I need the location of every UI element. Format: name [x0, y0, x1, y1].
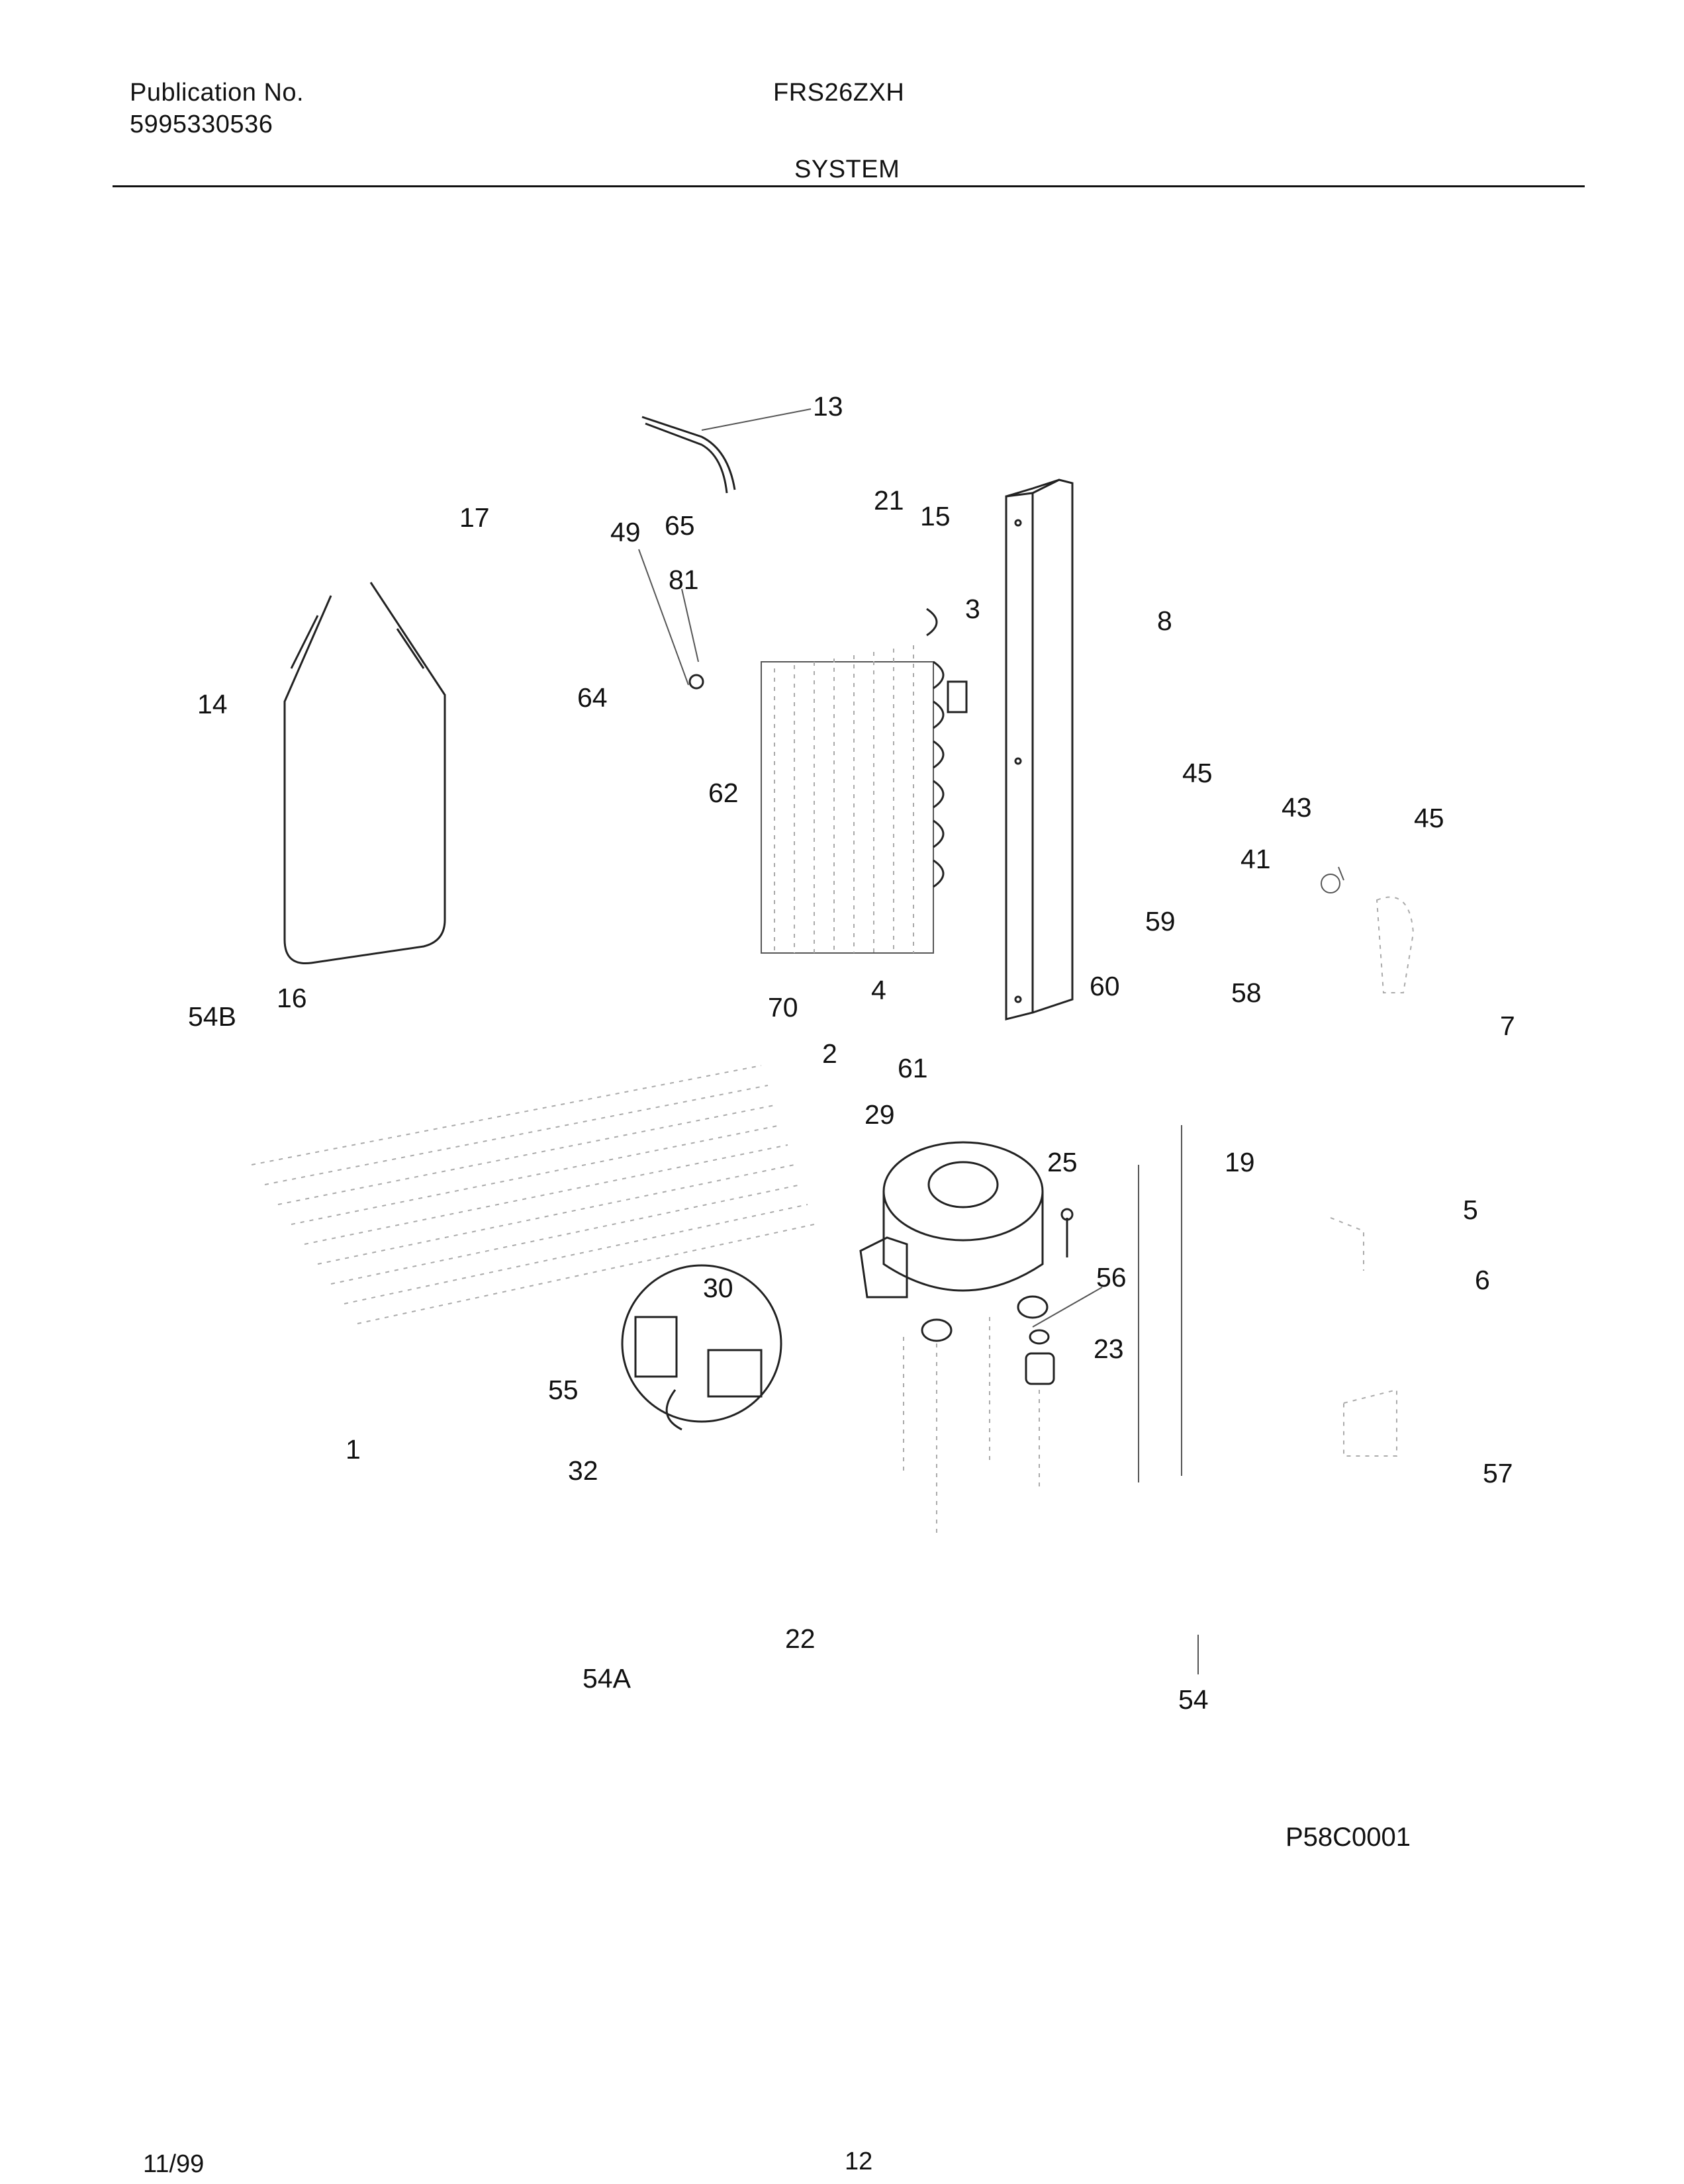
callout-22: 22: [785, 1623, 816, 1654]
callout-43: 43: [1282, 792, 1312, 823]
callout-62: 62: [708, 778, 739, 808]
callout-6: 6: [1475, 1265, 1490, 1295]
callout-13: 13: [813, 391, 843, 422]
callout-45-upper: 45: [1182, 758, 1213, 788]
callout-2: 2: [822, 1038, 837, 1069]
callout-15: 15: [920, 501, 951, 531]
callout-60: 60: [1090, 971, 1120, 1001]
heater-loop-part: [283, 582, 446, 965]
callout-45-right: 45: [1414, 803, 1444, 833]
header-rule: [113, 185, 1585, 187]
callout-58: 58: [1231, 978, 1262, 1008]
callout-56: 56: [1096, 1262, 1127, 1293]
callout-1: 1: [346, 1434, 361, 1465]
callout-59: 59: [1145, 906, 1176, 936]
condenser-bracket-part: [1005, 478, 1074, 1021]
leader-lines-49-81: [638, 549, 704, 690]
callout-61: 61: [898, 1053, 928, 1083]
callout-81: 81: [669, 565, 699, 595]
callout-55: 55: [548, 1375, 579, 1405]
publication-label: Publication No.: [130, 79, 304, 107]
callout-29: 29: [865, 1099, 895, 1130]
callout-70: 70: [768, 992, 798, 1023]
model-number: FRS26ZXH: [773, 79, 905, 107]
callout-49: 49: [610, 517, 641, 547]
figure-code: P58C0001: [1286, 1823, 1411, 1852]
relay-detail-inset: [621, 1264, 782, 1431]
drier-tube-part: [641, 408, 812, 494]
section-title: SYSTEM: [794, 156, 900, 183]
callout-32: 32: [568, 1455, 598, 1486]
footer-date: 11/99: [143, 2150, 205, 2178]
callout-54B: 54B: [188, 1001, 236, 1032]
callout-25: 25: [1047, 1147, 1078, 1177]
compressor-part: [859, 1141, 1103, 1535]
callout-4: 4: [871, 975, 886, 1005]
callout-17: 17: [459, 502, 490, 533]
callout-23: 23: [1094, 1334, 1124, 1364]
callout-7: 7: [1500, 1011, 1515, 1041]
callout-57: 57: [1483, 1458, 1513, 1488]
callout-65: 65: [665, 510, 695, 541]
callout-54A: 54A: [583, 1663, 631, 1694]
callout-5: 5: [1463, 1195, 1478, 1225]
condenser-grille-part: [251, 1065, 815, 1324]
callout-16: 16: [277, 983, 307, 1013]
callout-19: 19: [1225, 1147, 1255, 1177]
right-side-parts: [1138, 866, 1415, 1674]
callout-41: 41: [1240, 844, 1271, 874]
callout-30: 30: [703, 1273, 733, 1303]
publication-number: 5995330536: [130, 111, 273, 138]
callout-14: 14: [197, 689, 228, 719]
callout-21: 21: [874, 485, 904, 516]
callout-54: 54: [1178, 1684, 1209, 1715]
callout-3: 3: [965, 594, 980, 624]
callout-8: 8: [1157, 606, 1172, 636]
callout-64: 64: [577, 682, 608, 713]
footer-page-number: 12: [845, 2148, 873, 2175]
condenser-coil-part: [761, 608, 968, 954]
